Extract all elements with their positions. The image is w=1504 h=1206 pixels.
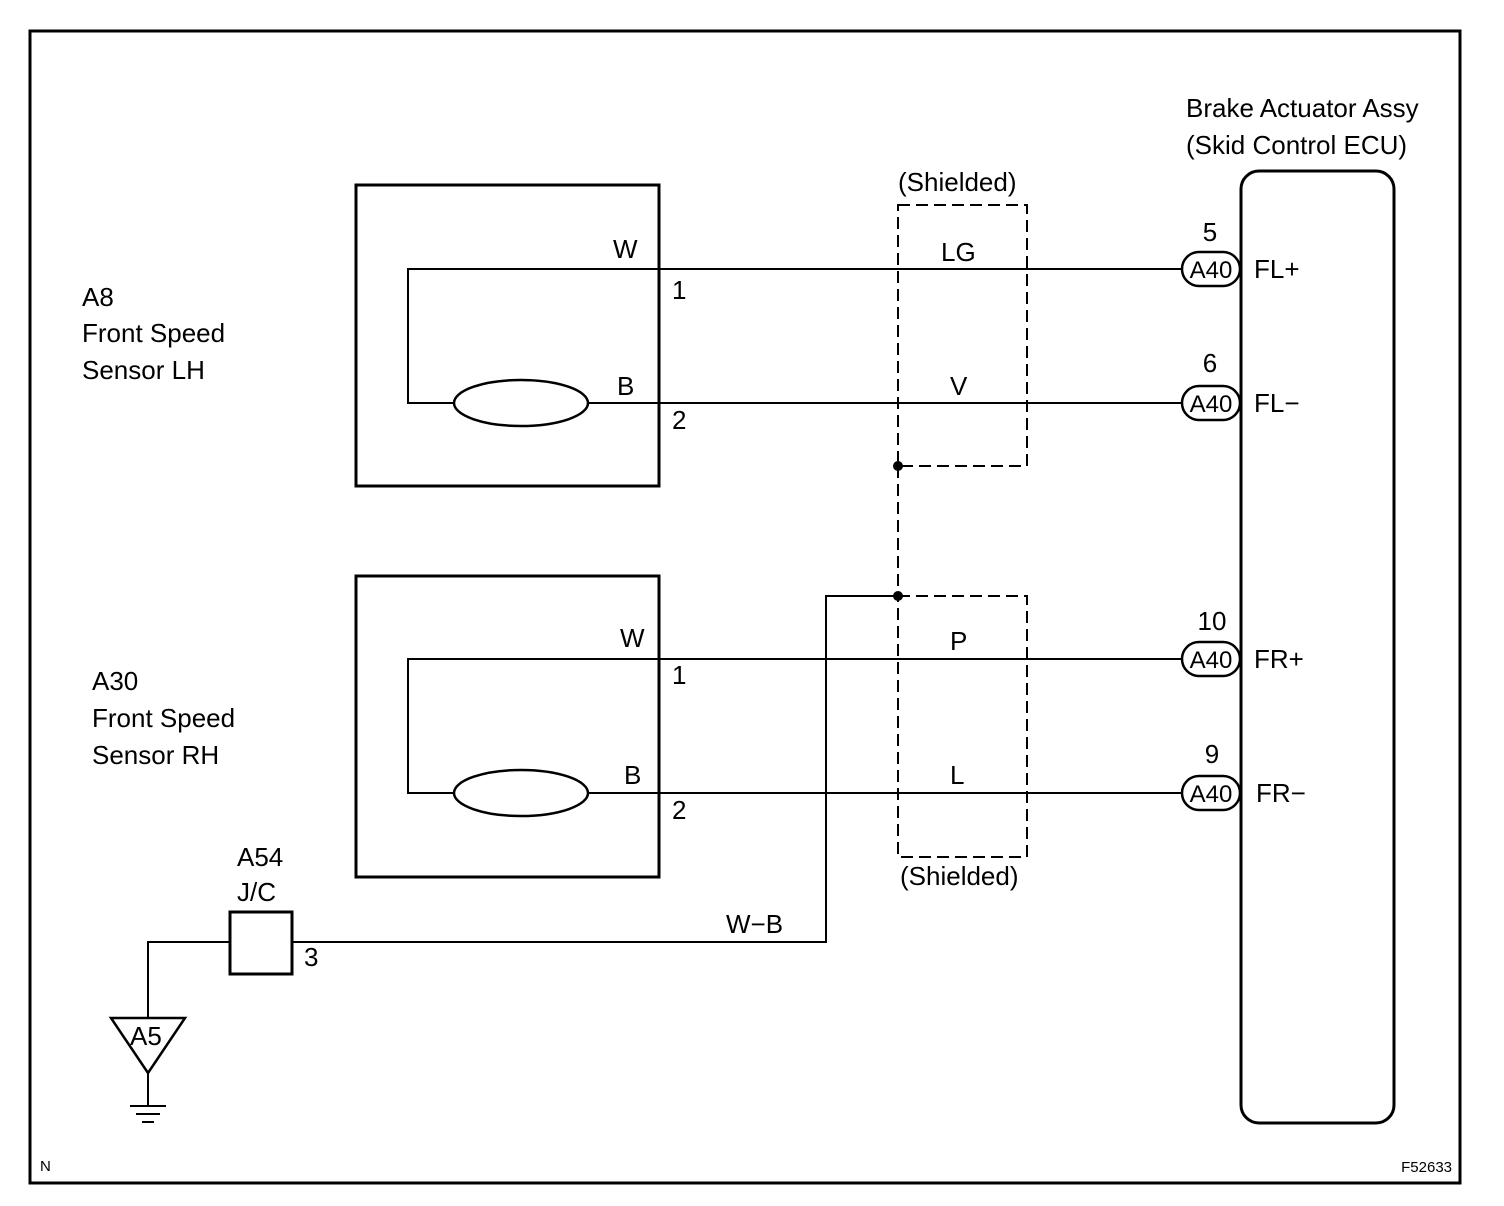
ecu-name-line1: Brake Actuator Assy xyxy=(1186,93,1419,123)
sensor-lh-internal-wire xyxy=(407,268,659,404)
diagram-frame xyxy=(28,29,1462,1185)
pin-label: FR+ xyxy=(1254,644,1304,674)
figure-id: F52633 xyxy=(1401,1159,1452,1176)
pin-label: FR− xyxy=(1256,778,1306,808)
sensor-lh-name-line2: Sensor LH xyxy=(82,355,205,385)
connector-pill xyxy=(1180,384,1242,422)
sensor-lh-code: A8 xyxy=(82,282,114,312)
front-speed-sensor-rh: A30 Front Speed Sensor RH W B 1 2 xyxy=(92,574,686,879)
shield-junction-dot-upper xyxy=(893,461,903,471)
brake-actuator-ecu: Brake Actuator Assy (Skid Control ECU) xyxy=(1186,93,1419,1125)
connector-code: A40 xyxy=(1190,257,1233,284)
connector-pill xyxy=(1180,774,1242,812)
connector-code: A40 xyxy=(1190,647,1233,674)
sensor-rh-name-line2: Sensor RH xyxy=(92,740,219,770)
ground-wire-color: W−B xyxy=(726,909,783,939)
connector-code: A40 xyxy=(1190,391,1233,418)
sensor-lh-wire1-color: W xyxy=(613,234,638,264)
pin-number: 10 xyxy=(1198,606,1227,636)
harness-wires: LG V P L xyxy=(659,237,1182,794)
sensor-rh-box xyxy=(354,574,661,879)
sensor-rh-wire2-color: B xyxy=(624,760,641,790)
ecu-pin-fl-plus: A40 5 FL+ xyxy=(1180,217,1300,288)
ground-point: A5 xyxy=(108,1016,188,1123)
front-speed-sensor-lh: A8 Front Speed Sensor LH W B 1 2 xyxy=(82,183,686,488)
wire-fr-minus-color: L xyxy=(950,760,964,790)
shield-lower-box xyxy=(897,595,1028,858)
wire-fl-minus-color: V xyxy=(950,371,968,401)
junction-type: J/C xyxy=(237,877,276,907)
connector-pill xyxy=(1180,640,1242,678)
shield-lower-label: (Shielded) xyxy=(900,861,1019,891)
ecu-pin-fr-minus: A40 9 FR− xyxy=(1180,739,1306,812)
sensor-lh-wire2-color: B xyxy=(617,371,634,401)
pin-label: FL+ xyxy=(1254,254,1300,284)
ecu-name-line2: (Skid Control ECU) xyxy=(1186,130,1407,160)
ground-triangle xyxy=(108,1016,188,1076)
connector-pill xyxy=(1180,250,1242,288)
corner-label: N xyxy=(40,1158,51,1175)
sensor-rh-coil xyxy=(452,768,590,818)
pin-number: 6 xyxy=(1203,348,1217,378)
sensor-rh-wire1-color: W xyxy=(620,623,645,653)
sensor-rh-name-line1: Front Speed xyxy=(92,703,235,733)
sensor-rh-internal-wire xyxy=(407,658,659,794)
pin-number: 9 xyxy=(1205,739,1219,769)
shield-lower: (Shielded) xyxy=(897,595,1028,891)
ecu-pin-fr-plus: A40 10 FR+ xyxy=(1180,606,1304,678)
junction-code: A54 xyxy=(237,842,283,872)
junction-box xyxy=(228,910,294,976)
connector-code: A40 xyxy=(1190,781,1233,808)
ecu-pin-fl-minus: A40 6 FL− xyxy=(1180,348,1300,422)
sensor-lh-name-line1: Front Speed xyxy=(82,318,225,348)
sensor-lh-pin2: 2 xyxy=(672,405,686,435)
junction-connector: A54 J/C 3 xyxy=(228,842,318,976)
shield-upper-label: (Shielded) xyxy=(898,167,1017,197)
sensor-lh-coil xyxy=(452,378,590,428)
pin-number: 5 xyxy=(1203,217,1217,247)
shield-upper-box xyxy=(897,204,1028,467)
sensor-lh-box xyxy=(354,183,661,488)
ground-drain-wire xyxy=(292,595,898,943)
wire-fr-plus-color: P xyxy=(950,626,967,656)
ground-wire xyxy=(147,941,230,1018)
ground-code: A5 xyxy=(130,1021,162,1051)
shield-upper: (Shielded) xyxy=(897,167,1028,467)
sensor-rh-code: A30 xyxy=(92,666,138,696)
sensor-lh-pin1: 1 xyxy=(672,275,686,305)
sensor-rh-pin1: 1 xyxy=(672,660,686,690)
ecu-box xyxy=(1239,169,1396,1125)
sensor-rh-pin2: 2 xyxy=(672,795,686,825)
pin-label: FL− xyxy=(1254,388,1300,418)
junction-pin: 3 xyxy=(304,942,318,972)
wire-fl-plus-color: LG xyxy=(941,237,976,267)
